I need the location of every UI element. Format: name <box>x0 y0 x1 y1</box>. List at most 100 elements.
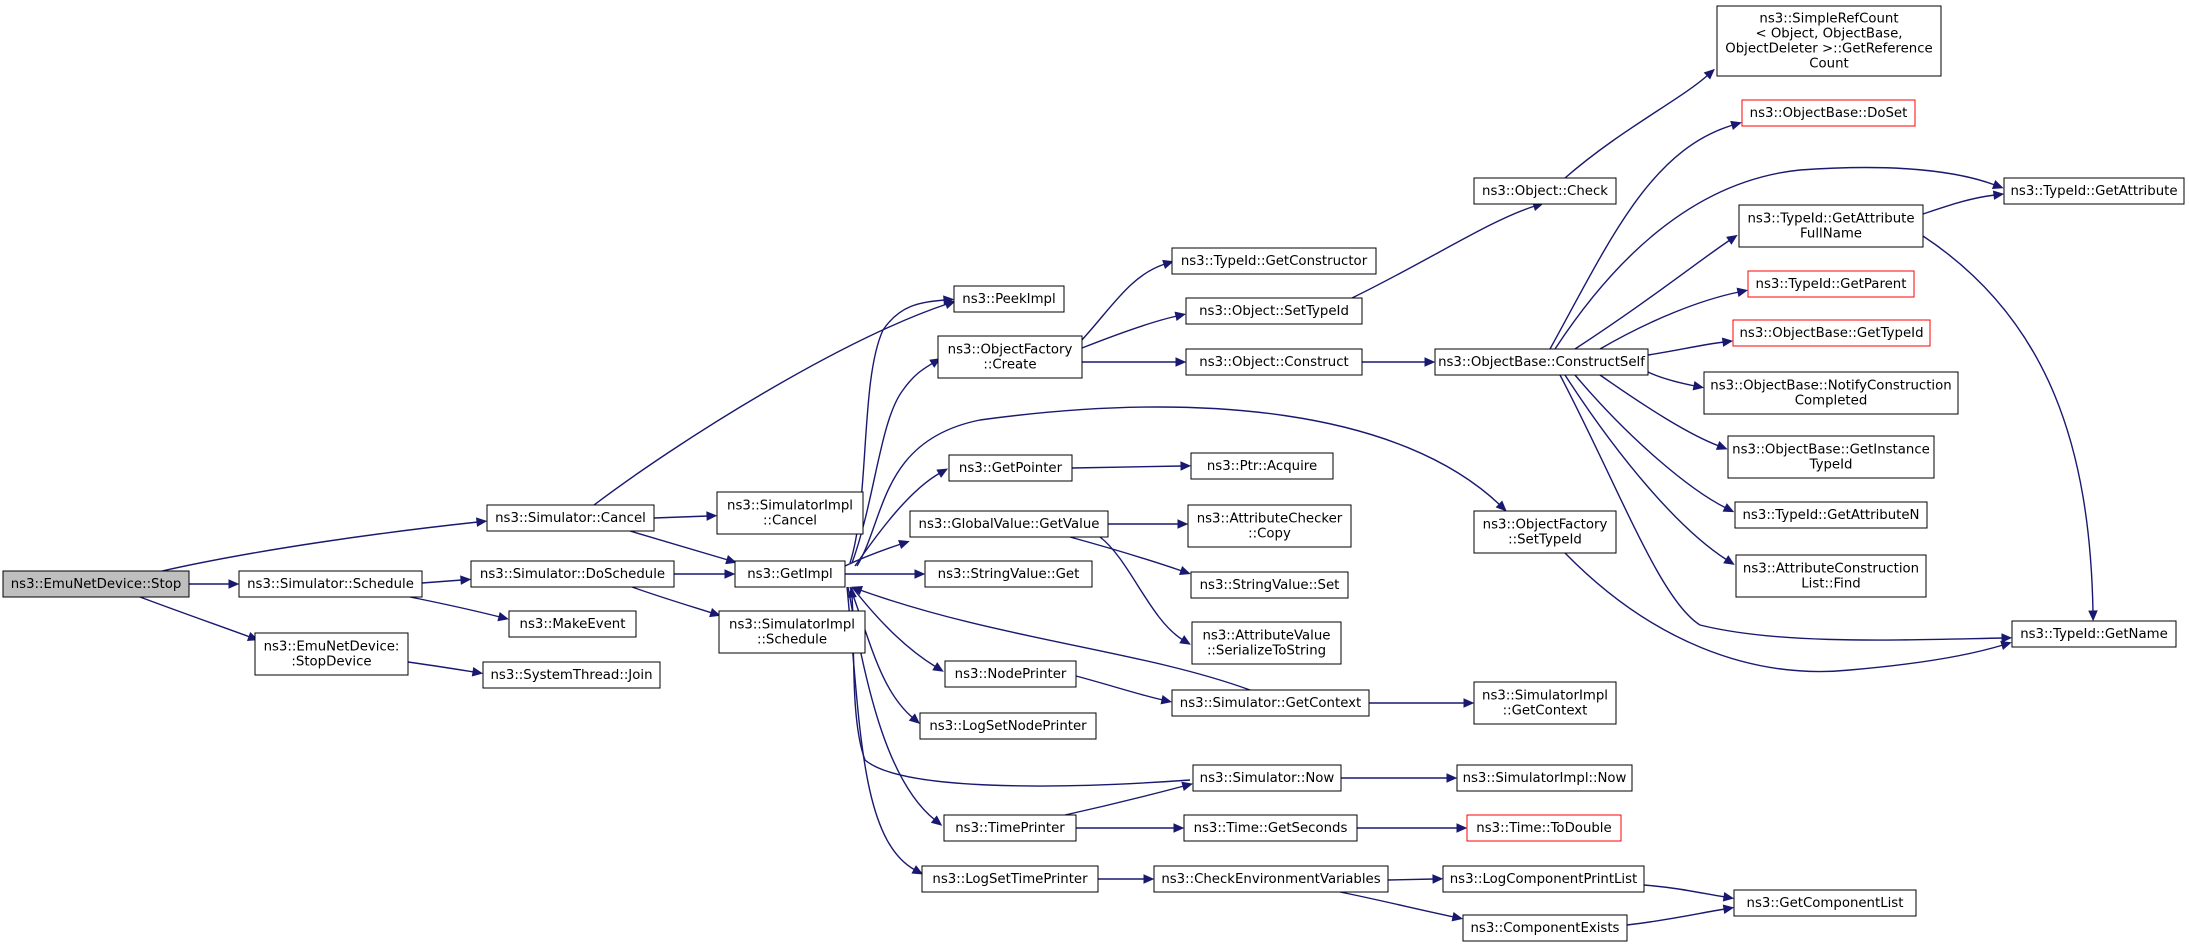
node-componentexists[interactable]: ns3::ComponentExists <box>1462 914 1628 942</box>
arrowhead-of_create-to-settypeid <box>1174 311 1187 321</box>
node-simimpl_schedule[interactable]: ns3::SimulatorImpl::Schedule <box>718 610 866 654</box>
node-label: ::SerializeToString <box>1207 644 1326 659</box>
node-refcount[interactable]: ns3::SimpleRefCount< Object, ObjectBase,… <box>1716 5 1942 77</box>
arrowhead-cancel-to-simimpl_cancel <box>706 511 718 521</box>
node-label: ::Schedule <box>757 633 827 648</box>
node-ob_doset[interactable]: ns3::ObjectBase::DoSet <box>1741 99 1916 127</box>
call-edge-constructself-to-ob_getinstance <box>1599 374 1720 447</box>
call-edges <box>139 68 2098 926</box>
node-ob_notify[interactable]: ns3::ObjectBase::NotifyConstructionCompl… <box>1703 371 1959 415</box>
node-av_serialize[interactable]: ns3::AttributeValue::SerializeToString <box>1191 621 1342 665</box>
call-edge-cancel-to-getimpl <box>629 530 729 561</box>
arrowhead-timeprinter-to-sim_now <box>1181 781 1193 791</box>
node-stop[interactable]: ns3::EmuNetDevice::Stop <box>2 570 190 598</box>
node-box <box>1732 319 1931 347</box>
arrowhead-constructself-to-acl_find <box>1723 555 1735 565</box>
node-sim_getcontext[interactable]: ns3::Simulator::GetContext <box>1171 689 1370 717</box>
node-cancel[interactable]: ns3::Simulator::Cancel <box>486 504 655 532</box>
node-obj_check[interactable]: ns3::Object::Check <box>1473 177 1617 205</box>
node-label: ns3::GetPointer <box>959 461 1063 476</box>
node-box <box>943 814 1077 842</box>
call-edge-checkenv-to-componentexists <box>1339 891 1455 918</box>
node-time_getseconds[interactable]: ns3::Time::GetSeconds <box>1183 814 1358 842</box>
node-label: ns3::ObjectFactory <box>948 343 1073 358</box>
call-edge-timeprinter-to-sim_now <box>1064 785 1185 816</box>
node-box <box>1456 764 1633 792</box>
node-simimpl_getcontext[interactable]: ns3::SimulatorImpl::GetContext <box>1473 681 1617 725</box>
node-tid_getparent[interactable]: ns3::TypeId::GetParent <box>1747 270 1915 298</box>
node-label: ns3::ObjectBase::GetInstance <box>1732 443 1930 458</box>
node-getconstructor[interactable]: ns3::TypeId::GetConstructor <box>1171 247 1377 275</box>
node-box <box>2 570 190 598</box>
node-tid_getattrn[interactable]: ns3::TypeId::GetAttributeN <box>1734 501 1928 529</box>
node-ac_copy[interactable]: ns3::AttributeChecker::Copy <box>1187 504 1352 548</box>
node-label: :StopDevice <box>291 655 371 670</box>
node-sv_set[interactable]: ns3::StringValue::Set <box>1190 571 1349 599</box>
node-label: ns3::TypeId::GetName <box>2020 627 2168 642</box>
node-sim_now[interactable]: ns3::Simulator::Now <box>1192 764 1342 792</box>
node-box <box>486 504 655 532</box>
node-sv_get[interactable]: ns3::StringValue::Get <box>924 560 1093 588</box>
node-getimpl[interactable]: ns3::GetImpl <box>734 560 846 588</box>
call-edge-logcompprintlist-to-getcomponentlist <box>1643 884 1726 898</box>
node-simimpl_now[interactable]: ns3::SimulatorImpl::Now <box>1456 764 1633 792</box>
node-box <box>1473 510 1617 554</box>
node-timeprinter[interactable]: ns3::TimePrinter <box>943 814 1077 842</box>
call-edge-getpointer-to-ptr_acquire <box>1071 465 1183 469</box>
node-label: ns3::LogSetTimePrinter <box>932 872 1088 887</box>
node-label: ::Copy <box>1248 527 1291 542</box>
node-box <box>2003 177 2185 205</box>
node-nodeprinter[interactable]: ns3::NodePrinter <box>944 660 1077 688</box>
arrowhead-stop-to-cancel <box>475 517 488 527</box>
node-label: ns3::TypeId::GetAttribute <box>2010 184 2177 199</box>
node-box <box>1734 501 1928 529</box>
node-logsetnodeprinter[interactable]: ns3::LogSetNodePrinter <box>919 712 1097 740</box>
node-label: ns3::SimulatorImpl <box>1482 689 1608 704</box>
call-edge-gv_getvalue-to-av_serialize <box>1099 536 1184 641</box>
node-peekimpl[interactable]: ns3::PeekImpl <box>953 285 1065 313</box>
node-schedule[interactable]: ns3::Simulator::Schedule <box>238 570 423 598</box>
node-label: ns3::SystemThread::Join <box>491 668 653 683</box>
node-ptr_acquire[interactable]: ns3::Ptr::Acquire <box>1190 452 1334 480</box>
node-getcomponentlist[interactable]: ns3::GetComponentList <box>1733 889 1917 917</box>
node-stopdevice[interactable]: ns3::EmuNetDevice::StopDevice <box>254 632 409 676</box>
arrowhead-obj_check-to-refcount <box>1703 68 1715 80</box>
arrowhead-getimpl-to-logsettimeprinter <box>911 865 924 875</box>
node-construct[interactable]: ns3::Object::Construct <box>1185 348 1363 376</box>
node-checkenv[interactable]: ns3::CheckEnvironmentVariables <box>1153 865 1389 893</box>
arrowhead-tid_getattrfullname-to-tid_getname <box>2088 610 2098 622</box>
node-of_settypeid[interactable]: ns3::ObjectFactory::SetTypeId <box>1473 510 1617 554</box>
arrowhead-doschedule-to-getimpl <box>724 569 736 579</box>
node-doschedule[interactable]: ns3::Simulator::DoSchedule <box>470 560 675 588</box>
node-gv_getvalue[interactable]: ns3::GlobalValue::GetValue <box>909 510 1109 538</box>
node-getpointer[interactable]: ns3::GetPointer <box>948 454 1073 482</box>
node-logsettimeprinter[interactable]: ns3::LogSetTimePrinter <box>921 865 1099 893</box>
call-edge-settypeid-to-obj_check <box>1351 205 1536 299</box>
arrowhead-getimpl-to-of_create <box>929 358 941 368</box>
node-ob_gettypeid[interactable]: ns3::ObjectBase::GetTypeId <box>1732 319 1931 347</box>
node-simimpl_cancel[interactable]: ns3::SimulatorImpl::Cancel <box>716 491 864 535</box>
node-box <box>1747 270 1915 298</box>
arrowhead-constructself-to-tid_getname <box>2001 633 2013 643</box>
node-label: ::GetContext <box>1503 704 1588 719</box>
node-label: ns3::EmuNetDevice::Stop <box>11 577 182 592</box>
node-time_todouble[interactable]: ns3::Time::ToDouble <box>1466 814 1622 842</box>
node-tid_getname[interactable]: ns3::TypeId::GetName <box>2011 620 2177 648</box>
node-of_create[interactable]: ns3::ObjectFactory::Create <box>937 335 1083 379</box>
node-label: ::Cancel <box>763 514 817 529</box>
node-settypeid[interactable]: ns3::Object::SetTypeId <box>1185 297 1363 325</box>
arrowhead-sim_getcontext-to-getimpl <box>851 586 864 595</box>
node-box <box>921 865 1099 893</box>
node-join[interactable]: ns3::SystemThread::Join <box>482 661 661 689</box>
node-label: ns3::Object::SetTypeId <box>1199 304 1349 319</box>
arrowhead-constructself-to-ob_gettypeid <box>1721 337 1734 347</box>
node-constructself[interactable]: ns3::ObjectBase::ConstructSelf <box>1434 348 1649 376</box>
node-tid_getattribute[interactable]: ns3::TypeId::GetAttribute <box>2003 177 2185 205</box>
node-logcompprintlist[interactable]: ns3::LogComponentPrintList <box>1442 865 1645 893</box>
node-makeevent[interactable]: ns3::MakeEvent <box>508 610 637 638</box>
arrowhead-constructself-to-tid_getattrfullname <box>1726 234 1738 245</box>
node-box <box>734 560 846 588</box>
